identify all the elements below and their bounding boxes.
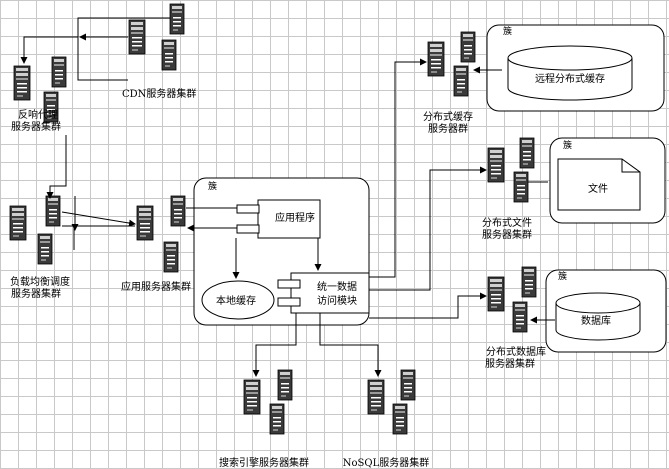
local-cache-node	[201, 280, 275, 320]
access-to-nosql	[319, 313, 382, 377]
cdn-to-reverse-proxy	[20, 36, 78, 64]
nosql-server-cluster	[367, 369, 416, 435]
unified-data-access-label-line2: 访问模块	[317, 294, 357, 307]
distributed-file-label-line2: 服务器集群	[482, 228, 532, 241]
application-package-tag: 簇	[208, 180, 217, 192]
reverse-proxy-label-line1: 反响代理	[18, 108, 58, 121]
app-server-cluster	[136, 195, 186, 273]
unified-data-access-label-line1: 统一数据	[317, 280, 357, 293]
cdn-server-cluster	[128, 3, 185, 71]
remote-cache-package: 簇 远程分布式缓存	[486, 24, 665, 112]
database-package-tag: 簇	[558, 270, 567, 282]
nosql-label: NoSQL服务器集群	[343, 456, 429, 469]
distributed-cache-label-line1: 分布式缓存	[423, 110, 473, 123]
unified-data-access-component	[290, 272, 370, 314]
access-to-distributed-file	[369, 166, 487, 291]
lb-to-app-1	[61, 211, 136, 227]
access-to-distributed-cache	[369, 58, 427, 278]
distributed-db-label-line2: 服务器集群	[485, 357, 535, 370]
app-program-component	[257, 199, 321, 239]
application-package: 簇 应用程序 本地缓存 统一数据 访问模块	[193, 177, 370, 326]
remote-cache-package-tag: 簇	[503, 25, 512, 37]
file-document-icon	[557, 158, 641, 211]
distributed-file-server-cluster	[487, 137, 535, 203]
load-balancer-label-line2: 服务器集群	[11, 287, 61, 300]
distributed-cache-label-line2: 服务器群	[428, 122, 468, 135]
database-cylinder	[555, 303, 641, 341]
file-label: 文件	[588, 182, 608, 195]
search-engine-label: 搜索引擎服务器集群	[219, 456, 309, 469]
access-to-distributed-db	[369, 292, 487, 319]
distributed-file-label-line1: 分布式文件	[482, 216, 532, 229]
cdn-loop-top	[77, 17, 170, 40]
distributed-db-label-line1: 分布式数据库	[486, 345, 546, 358]
load-balancer-label-line1: 负载均衡调度	[10, 275, 70, 288]
local-cache-label: 本地缓存	[216, 294, 256, 307]
distributed-cache-server-cluster	[427, 31, 476, 97]
cdn-loop-bottom	[77, 40, 128, 81]
app-cluster-label: 应用服务器集群	[121, 280, 191, 293]
file-package-tag: 簇	[563, 139, 572, 151]
connectors	[20, 17, 555, 377]
search-engine-server-cluster	[243, 369, 293, 435]
reverse-proxy-to-load-balancer	[46, 135, 67, 199]
distributed-db-server-cluster	[487, 266, 537, 333]
access-to-search-engine	[252, 313, 297, 377]
database-package: 簇 数据库	[545, 269, 667, 353]
reverse-proxy-label-line2: 服务器集群	[11, 120, 61, 133]
database-label: 数据库	[581, 314, 611, 327]
cdn-cluster-label: CDN服务器集群	[122, 87, 196, 100]
file-package: 簇 文件	[549, 137, 666, 224]
load-balancer-server-cluster	[9, 195, 61, 265]
app-program-label: 应用程序	[275, 211, 315, 224]
remote-cache-label: 远程分布式缓存	[535, 72, 605, 85]
